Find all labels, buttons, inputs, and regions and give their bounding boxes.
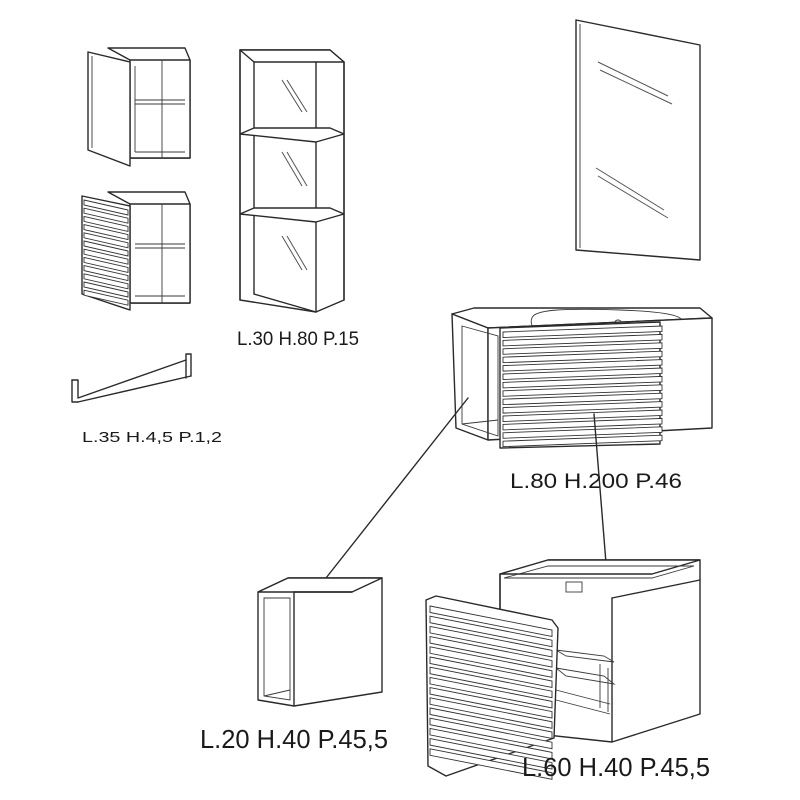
slat <box>429 717 553 750</box>
slat <box>502 417 663 431</box>
towel-bar-dimensions: L.35 H.4,5 P.1,2 <box>82 429 222 446</box>
mirror <box>575 19 701 261</box>
slat <box>502 350 663 364</box>
slat <box>502 375 663 389</box>
wall-cabinet-slatted-door <box>81 191 191 311</box>
side-module <box>257 577 383 707</box>
slat <box>83 289 129 306</box>
slat <box>429 687 553 719</box>
vanity-front-slats <box>502 325 663 448</box>
slat <box>83 256 129 273</box>
side-module-dimensions: L.20 H.40 P.45,5 <box>200 724 388 754</box>
slat <box>429 676 553 709</box>
slat <box>83 199 129 216</box>
wall-cabinet-plain-door <box>87 47 191 167</box>
slat <box>502 367 663 380</box>
tall-unit-dimensions: L.30 H.80 P.15 <box>237 329 359 350</box>
door-slats <box>83 199 129 306</box>
slat <box>502 333 663 347</box>
slat <box>83 265 129 282</box>
slat <box>502 342 663 355</box>
slat <box>502 384 663 397</box>
slat <box>502 392 663 406</box>
slat <box>429 646 553 678</box>
tall-open-unit <box>239 49 345 313</box>
slat <box>502 401 663 414</box>
slat <box>502 426 663 439</box>
slat <box>83 281 129 298</box>
slat <box>429 738 553 770</box>
slat <box>83 240 129 257</box>
slat <box>83 273 129 290</box>
slat <box>502 409 663 422</box>
drawer-module-dimensions: L.60 H.40 P.45,5 <box>522 752 710 782</box>
drawer-runners <box>554 649 616 715</box>
slat <box>429 605 553 638</box>
slat <box>502 359 663 372</box>
slat <box>83 215 129 232</box>
slat <box>429 666 553 699</box>
slat <box>429 615 553 648</box>
slat <box>429 727 553 760</box>
drawer-front-slats <box>429 605 553 780</box>
slat <box>83 224 129 241</box>
connector-line-drawer <box>593 413 607 564</box>
slat <box>429 656 553 689</box>
slat <box>83 248 129 265</box>
vanity-unit <box>451 307 713 449</box>
slat <box>502 325 663 338</box>
slat <box>429 707 553 740</box>
vanity-dimensions: L.80 H.200 P.46 <box>510 470 682 493</box>
slat <box>429 697 553 729</box>
drawer-module <box>425 559 701 780</box>
towel-bar <box>71 353 192 403</box>
slat <box>429 636 553 668</box>
connector-line-side <box>325 397 469 579</box>
slat <box>429 625 553 658</box>
slat <box>83 207 129 224</box>
slat <box>83 232 129 249</box>
slat <box>429 748 553 780</box>
slat <box>502 434 663 448</box>
